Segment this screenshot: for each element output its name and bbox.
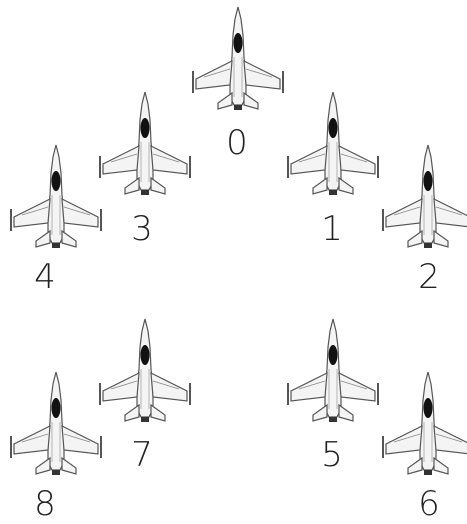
jet-label-4: 4 (25, 260, 65, 294)
fighter-jet-icon (8, 143, 104, 251)
fighter-jet-icon (97, 317, 193, 425)
fighter-jet-icon (97, 90, 193, 198)
jet-label-8: 8 (25, 487, 65, 521)
fighter-jet-icon (380, 143, 467, 251)
fighter-jet-icon (285, 317, 381, 425)
jet-label-1: 1 (312, 212, 352, 246)
jet-label-0: 0 (217, 126, 257, 160)
jet-label-7: 7 (122, 438, 162, 472)
jet-label-3: 3 (122, 212, 162, 246)
jet-label-5: 5 (312, 438, 352, 472)
fighter-jet-icon (285, 90, 381, 198)
fighter-jet-icon (8, 370, 104, 478)
jet-label-6: 6 (409, 487, 449, 521)
fighter-jet-icon (380, 370, 467, 478)
jet-label-2: 2 (409, 260, 449, 294)
fighter-jet-icon (190, 5, 286, 113)
